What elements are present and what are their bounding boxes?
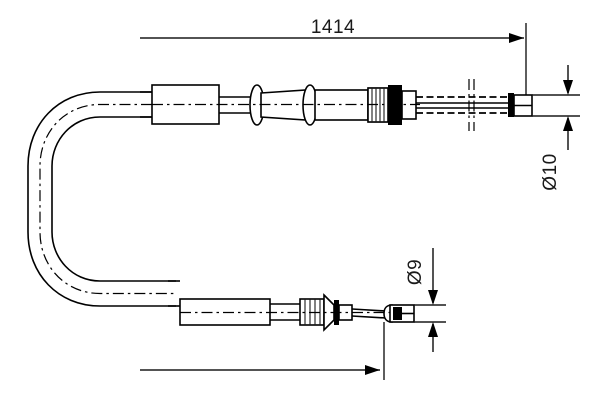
diameter9-arrow-down xyxy=(428,290,438,305)
cable-bend-outer-wall xyxy=(27,91,176,307)
upper-branch-assembly xyxy=(140,79,533,131)
threaded-rod-hidden xyxy=(416,96,512,114)
diameter9-arrow-up xyxy=(428,322,438,337)
diameter10-label: Ø10 xyxy=(540,153,561,190)
break-symbol xyxy=(468,79,475,131)
upper-end-diameter-dimension: Ø10 xyxy=(532,65,580,191)
cable-u-bend xyxy=(27,91,176,307)
overall-length-label: 1414 xyxy=(311,17,355,38)
overall-length-arrowhead xyxy=(509,33,524,43)
lower-end-eyelet xyxy=(383,304,415,323)
lower-reference-dimension xyxy=(140,322,385,380)
diameter10-arrow-up xyxy=(563,116,573,131)
diameter9-label: Ø9 xyxy=(405,259,426,285)
overall-length-dimension: 1414 xyxy=(140,17,527,103)
lower-rod-bottom-edge xyxy=(351,315,387,319)
diameter10-arrow-down xyxy=(563,80,573,95)
conduit-segment-a xyxy=(219,96,252,114)
lower-end-diameter-dimension: Ø9 xyxy=(405,248,446,352)
cable-bend-inner-wall xyxy=(51,116,176,282)
conduit-segment-b xyxy=(270,303,300,321)
lower-reference-arrowhead xyxy=(365,365,380,375)
lower-branch-assembly xyxy=(168,280,415,332)
upper-terminal-neck xyxy=(508,93,514,117)
upper-end-terminal xyxy=(508,93,533,117)
lower-thin-rod xyxy=(351,308,387,319)
cable-conduit-upper xyxy=(140,91,152,118)
cable-conduit-lower xyxy=(168,280,180,307)
lower-rod-top-edge xyxy=(351,308,387,312)
lower-eyelet-bore xyxy=(393,307,402,320)
cable-bend-centerline xyxy=(39,103,176,295)
